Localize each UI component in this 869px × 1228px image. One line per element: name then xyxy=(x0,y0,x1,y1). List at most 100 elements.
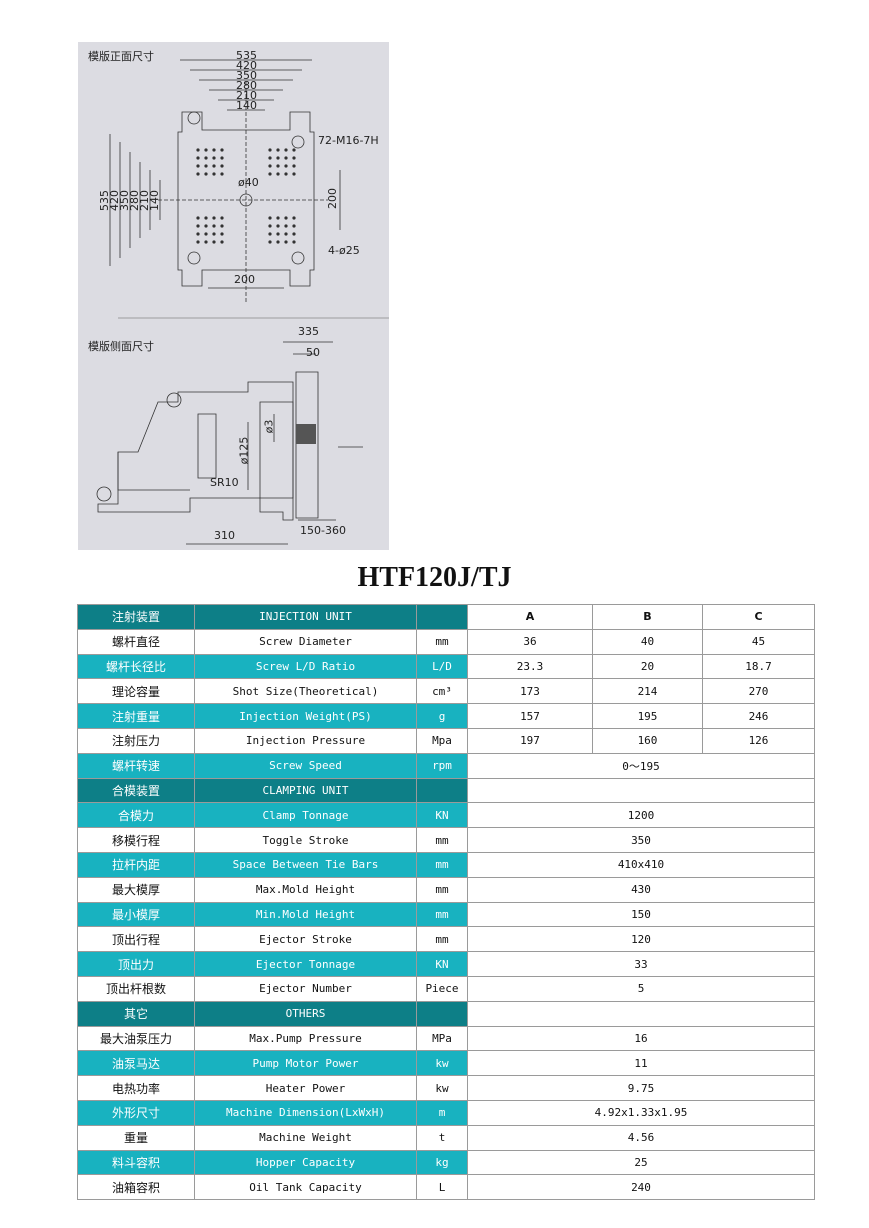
spec-unit: kg xyxy=(416,1149,468,1176)
spec-label-zh: 顶出杆根数 xyxy=(77,975,195,1002)
spec-label-en: Hopper Capacity xyxy=(194,1149,417,1176)
spec-label-zh: 油箱容积 xyxy=(77,1174,195,1201)
spec-label-en: Max.Pump Pressure xyxy=(194,1025,417,1052)
holes-label: 4-ø25 xyxy=(328,244,360,257)
spec-label-en: Heater Power xyxy=(194,1075,417,1101)
dim-top-350: 350 xyxy=(236,69,257,82)
spec-unit: mm xyxy=(416,827,468,853)
spec-value: 0～195 xyxy=(467,752,815,779)
spec-value: 270 xyxy=(702,678,815,705)
corner-hole xyxy=(291,135,305,149)
spec-label-en: Screw Diameter xyxy=(194,628,417,655)
spec-label-zh: 顶出力 xyxy=(77,951,195,977)
spec-label-zh: 外形尺寸 xyxy=(77,1099,195,1126)
spec-label-en: Ejector Tonnage xyxy=(194,951,417,977)
spec-label-en: Oil Tank Capacity xyxy=(194,1174,417,1201)
spec-unit: cm³ xyxy=(416,678,468,705)
spec-value: 157 xyxy=(467,703,593,729)
thread-hole-grid xyxy=(196,148,296,244)
spec-unit: mm xyxy=(416,851,468,878)
spec-label-zh: 最大油泵压力 xyxy=(77,1025,195,1052)
side-view-outline xyxy=(96,341,363,545)
spec-label-zh: 其它 xyxy=(77,1000,195,1027)
nozzle-block xyxy=(296,424,316,444)
spec-label-zh: 最小模厚 xyxy=(77,901,195,928)
spec-unit xyxy=(416,604,468,630)
spec-value: 160 xyxy=(592,727,703,754)
spec-value: 4.92x1.33x1.95 xyxy=(467,1099,815,1126)
spec-value: 36 xyxy=(467,628,593,655)
spec-unit: kw xyxy=(416,1075,468,1101)
center-hole-label: ø40 xyxy=(238,176,259,189)
spec-value xyxy=(467,777,815,804)
spec-value xyxy=(467,1000,815,1027)
spec-label-zh: 料斗容积 xyxy=(77,1149,195,1176)
spec-unit: m xyxy=(416,1099,468,1126)
spec-value: 150 xyxy=(467,901,815,928)
spec-unit: kw xyxy=(416,1050,468,1077)
spec-label-zh: 理论容量 xyxy=(77,678,195,705)
spec-value: 246 xyxy=(702,703,815,729)
dim-left-140: 140 xyxy=(148,190,161,211)
side-caption: 模版侧面尺寸 xyxy=(88,340,154,353)
spec-value: 240 xyxy=(467,1174,815,1201)
spec-label-zh: 螺杆长径比 xyxy=(77,653,195,680)
front-plate-outline xyxy=(177,111,315,287)
spec-unit: KN xyxy=(416,951,468,977)
spec-label-zh: 顶出行程 xyxy=(77,926,195,953)
spec-label-zh: 重量 xyxy=(77,1124,195,1151)
spec-label-zh: 油泵马达 xyxy=(77,1050,195,1077)
spec-value: A xyxy=(467,604,593,630)
spec-value: 40 xyxy=(592,628,703,655)
spec-label-en: Space Between Tie Bars xyxy=(194,851,417,878)
spec-value: 173 xyxy=(467,678,593,705)
spec-value: 214 xyxy=(592,678,703,705)
spec-label-zh: 移模行程 xyxy=(77,827,195,853)
spec-label-en: Injection Weight(PS) xyxy=(194,703,417,729)
spec-unit: t xyxy=(416,1124,468,1151)
mold-plate-svg xyxy=(96,59,389,545)
dim-side-sr10: SR10 xyxy=(210,476,239,489)
spec-value: 9.75 xyxy=(467,1075,815,1101)
spec-value: 23.3 xyxy=(467,653,593,680)
dim-side-50: 50 xyxy=(306,346,320,359)
spec-label-zh: 注射重量 xyxy=(77,703,195,729)
spec-label-zh: 螺杆转速 xyxy=(77,752,195,779)
model-title: HTF120J/TJ xyxy=(357,562,512,593)
spec-label-en: Toggle Stroke xyxy=(194,827,417,853)
spec-label-en: Min.Mold Height xyxy=(194,901,417,928)
spec-value: 5 xyxy=(467,975,815,1002)
spec-value: 197 xyxy=(467,727,593,754)
dim-right-200: 200 xyxy=(326,188,339,209)
spec-unit: Piece xyxy=(416,975,468,1002)
spec-label-en: Max.Mold Height xyxy=(194,876,417,903)
spec-label-zh: 合模装置 xyxy=(77,777,195,804)
dim-side-125: ø125 xyxy=(237,436,251,465)
corner-hole xyxy=(187,111,201,125)
spec-label-zh: 合模力 xyxy=(77,802,195,829)
spec-label-en: INJECTION UNIT xyxy=(194,604,417,630)
spec-value: B xyxy=(592,604,703,630)
spec-value: 1200 xyxy=(467,802,815,829)
spec-value: 18.7 xyxy=(702,653,815,680)
front-caption: 模版正面尺寸 xyxy=(88,50,154,63)
